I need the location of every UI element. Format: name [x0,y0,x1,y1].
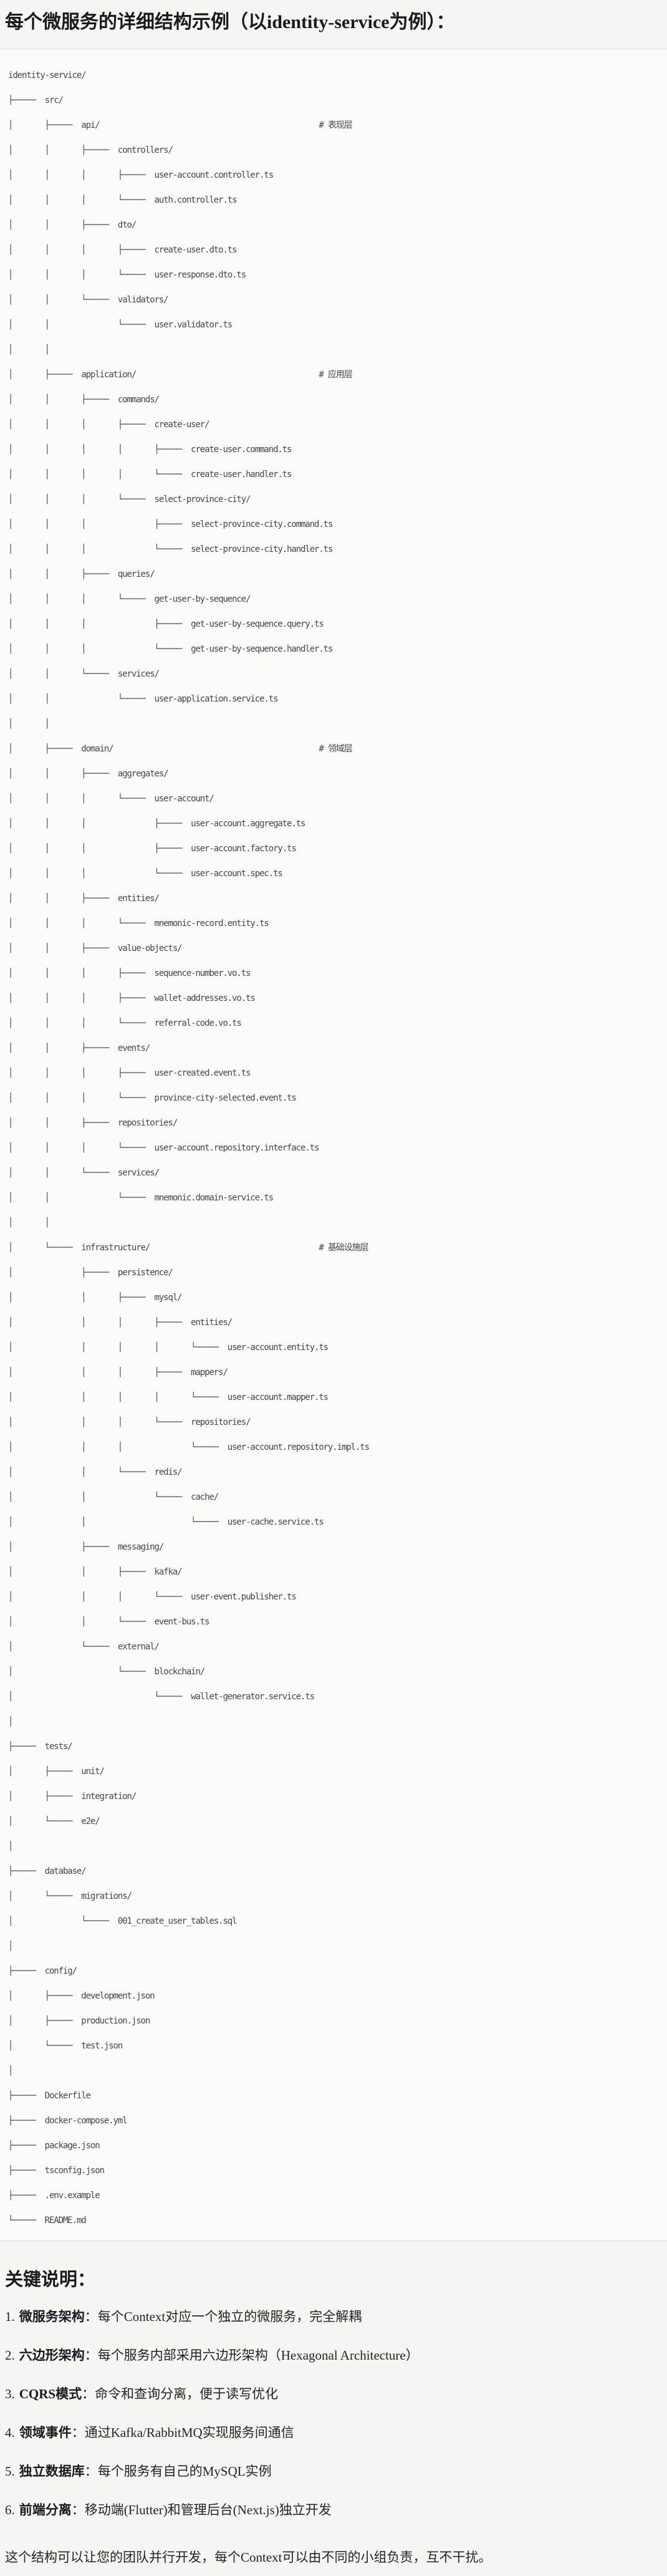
note-item: 6. 前端分离：移动端(Flutter)和管理后台(Next.js)独立开发 [5,2501,660,2519]
note-number: 6. [5,2502,15,2517]
closing-paragraph: 这个结构可以让您的团队并行开发，每个Context可以由不同的小组负责，互不干扰… [5,2550,492,2565]
note-term: 微服务架构 [19,2309,85,2324]
note-term: 领域事件 [19,2425,72,2440]
note-text: ：通过Kafka/RabbitMQ实现服务间通信 [71,2425,294,2440]
note-number: 1. [5,2309,15,2324]
note-item: 4. 领域事件：通过Kafka/RabbitMQ实现服务间通信 [5,2423,660,2442]
note-term: 前端分离 [19,2502,72,2517]
note-text: ：每个服务有自己的MySQL实例 [84,2464,272,2479]
directory-tree-block: identity-service/ ├───── src/ │ ├───── a… [0,49,667,2241]
note-item: 5. 独立数据库：每个服务有自己的MySQL实例 [5,2462,660,2481]
note-item: 1. 微服务架构：每个Context对应一个独立的微服务，完全解耦 [5,2307,660,2326]
note-number: 3. [5,2386,15,2401]
note-term: CQRS模式 [19,2386,82,2401]
note-text: ：命令和查询分离，便于读写优化 [82,2386,279,2401]
note-text: ：每个Context对应一个独立的微服务，完全解耦 [84,2309,362,2324]
note-text: ：每个服务内部采用六边形架构（Hexagonal Architecture） [84,2348,419,2363]
directory-tree: identity-service/ ├───── src/ │ ├───── a… [8,70,370,2226]
note-term: 六边形架构 [19,2348,85,2363]
page-title: 每个微服务的详细结构示例（以identity-service为例）： [5,12,455,32]
note-number: 4. [5,2425,15,2440]
note-number: 2. [5,2348,15,2363]
note-number: 5. [5,2464,15,2479]
note-item: 3. CQRS模式：命令和查询分离，便于读写优化 [5,2385,660,2403]
notes-section: 关键说明： 1. 微服务架构：每个Context对应一个独立的微服务，完全解耦 2.… [0,2269,667,2567]
notes-heading: 关键说明： [5,2270,96,2290]
page: 每个微服务的详细结构示例（以identity-service为例）： ident… [0,9,667,2567]
note-text: ：移动端(Flutter)和管理后台(Next.js)独立开发 [71,2502,332,2517]
note-term: 独立数据库 [19,2464,85,2479]
note-item: 2. 六边形架构：每个服务内部采用六边形架构（Hexagonal Architec… [5,2346,660,2365]
